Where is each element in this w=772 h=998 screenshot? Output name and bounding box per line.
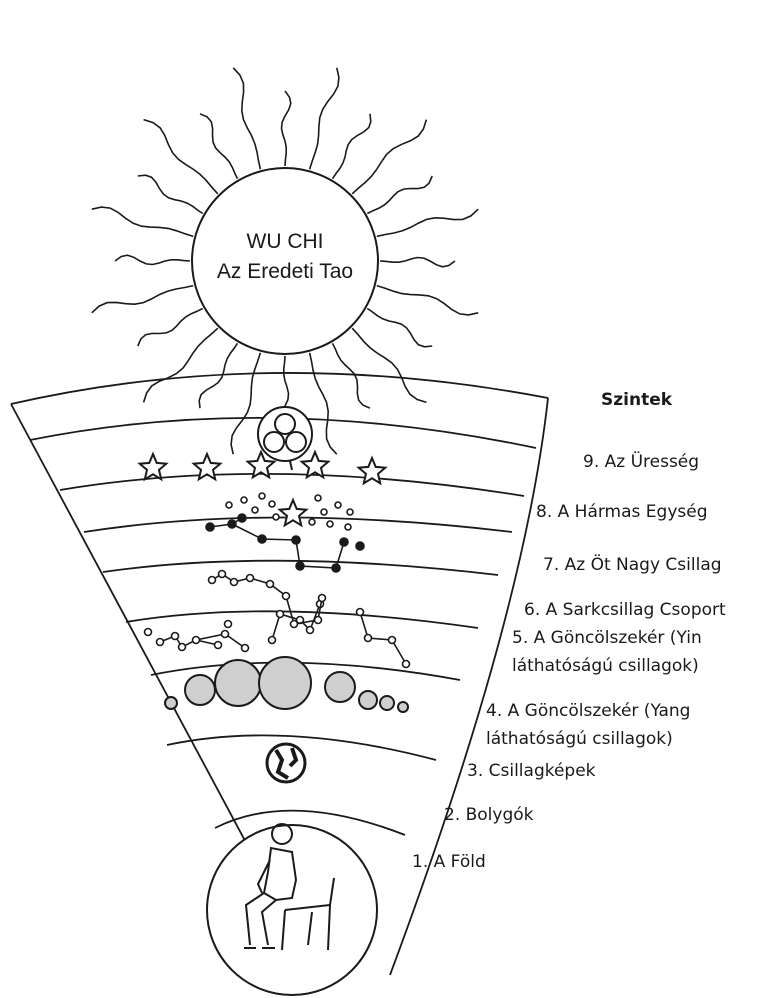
levels-heading: Szintek: [601, 390, 672, 410]
level-5-label-line2: láthatóságú csillagok): [512, 656, 699, 677]
level-8-label: 8. A Hármas Egység: [536, 502, 708, 523]
sun-ray: [377, 209, 478, 236]
sun-ray: [377, 286, 478, 315]
sun-ray: [138, 309, 203, 347]
sun-ray: [138, 175, 203, 213]
level-2-label: 2. Bolygók: [444, 805, 534, 826]
sun-subtitle: Az Eredeti Tao: [217, 260, 353, 283]
sun-ray: [310, 68, 339, 169]
sun-ray: [310, 353, 337, 454]
sun-ray: [115, 255, 190, 264]
star-icon: [302, 452, 329, 477]
sun-ray: [92, 207, 193, 236]
star-icon: [280, 500, 307, 525]
level-6-label: 6. A Sarkcsillag Csoport: [524, 600, 726, 621]
level-5-label-line1: 5. A Göncölszekér (Yin: [512, 628, 702, 649]
sun-ray: [144, 120, 218, 194]
sun-ray: [352, 120, 426, 194]
sun-ray: [367, 309, 432, 347]
earth-level: [207, 824, 377, 995]
big-dipper-yin: [209, 571, 326, 628]
level-7-label: 7. Az Öt Nagy Csillag: [543, 555, 722, 576]
sun-ray: [92, 286, 193, 313]
sun-ray: [367, 176, 432, 214]
level-1-label: 1. A Föld: [412, 852, 486, 873]
level-4-label-line1: 4. A Göncölszekér (Yang: [486, 701, 690, 722]
planet-earth-icon: [267, 744, 305, 782]
level-9-top-arc: [11, 373, 548, 404]
sun: WU CHI Az Eredeti Tao: [192, 168, 378, 354]
sun-ray: [233, 68, 260, 169]
sun-ray: [352, 328, 426, 402]
level-4-label-line2: láthatóságú csillagok): [486, 729, 673, 750]
sun-ray: [282, 91, 291, 166]
fan-right-edge: [390, 398, 548, 975]
sun-ray: [333, 114, 371, 179]
level-7-arc: [60, 474, 524, 496]
sun-ray: [231, 353, 260, 454]
level-3-label: 3. Csillagképek: [467, 761, 596, 782]
star-icon: [140, 454, 167, 479]
sun-ray: [144, 328, 218, 402]
sun-ray: [200, 114, 238, 179]
sun-title: WU CHI: [247, 230, 324, 253]
sun-ray: [380, 258, 455, 267]
planets-row: [165, 657, 408, 712]
level-9-label: 9. Az Üresség: [583, 452, 699, 473]
